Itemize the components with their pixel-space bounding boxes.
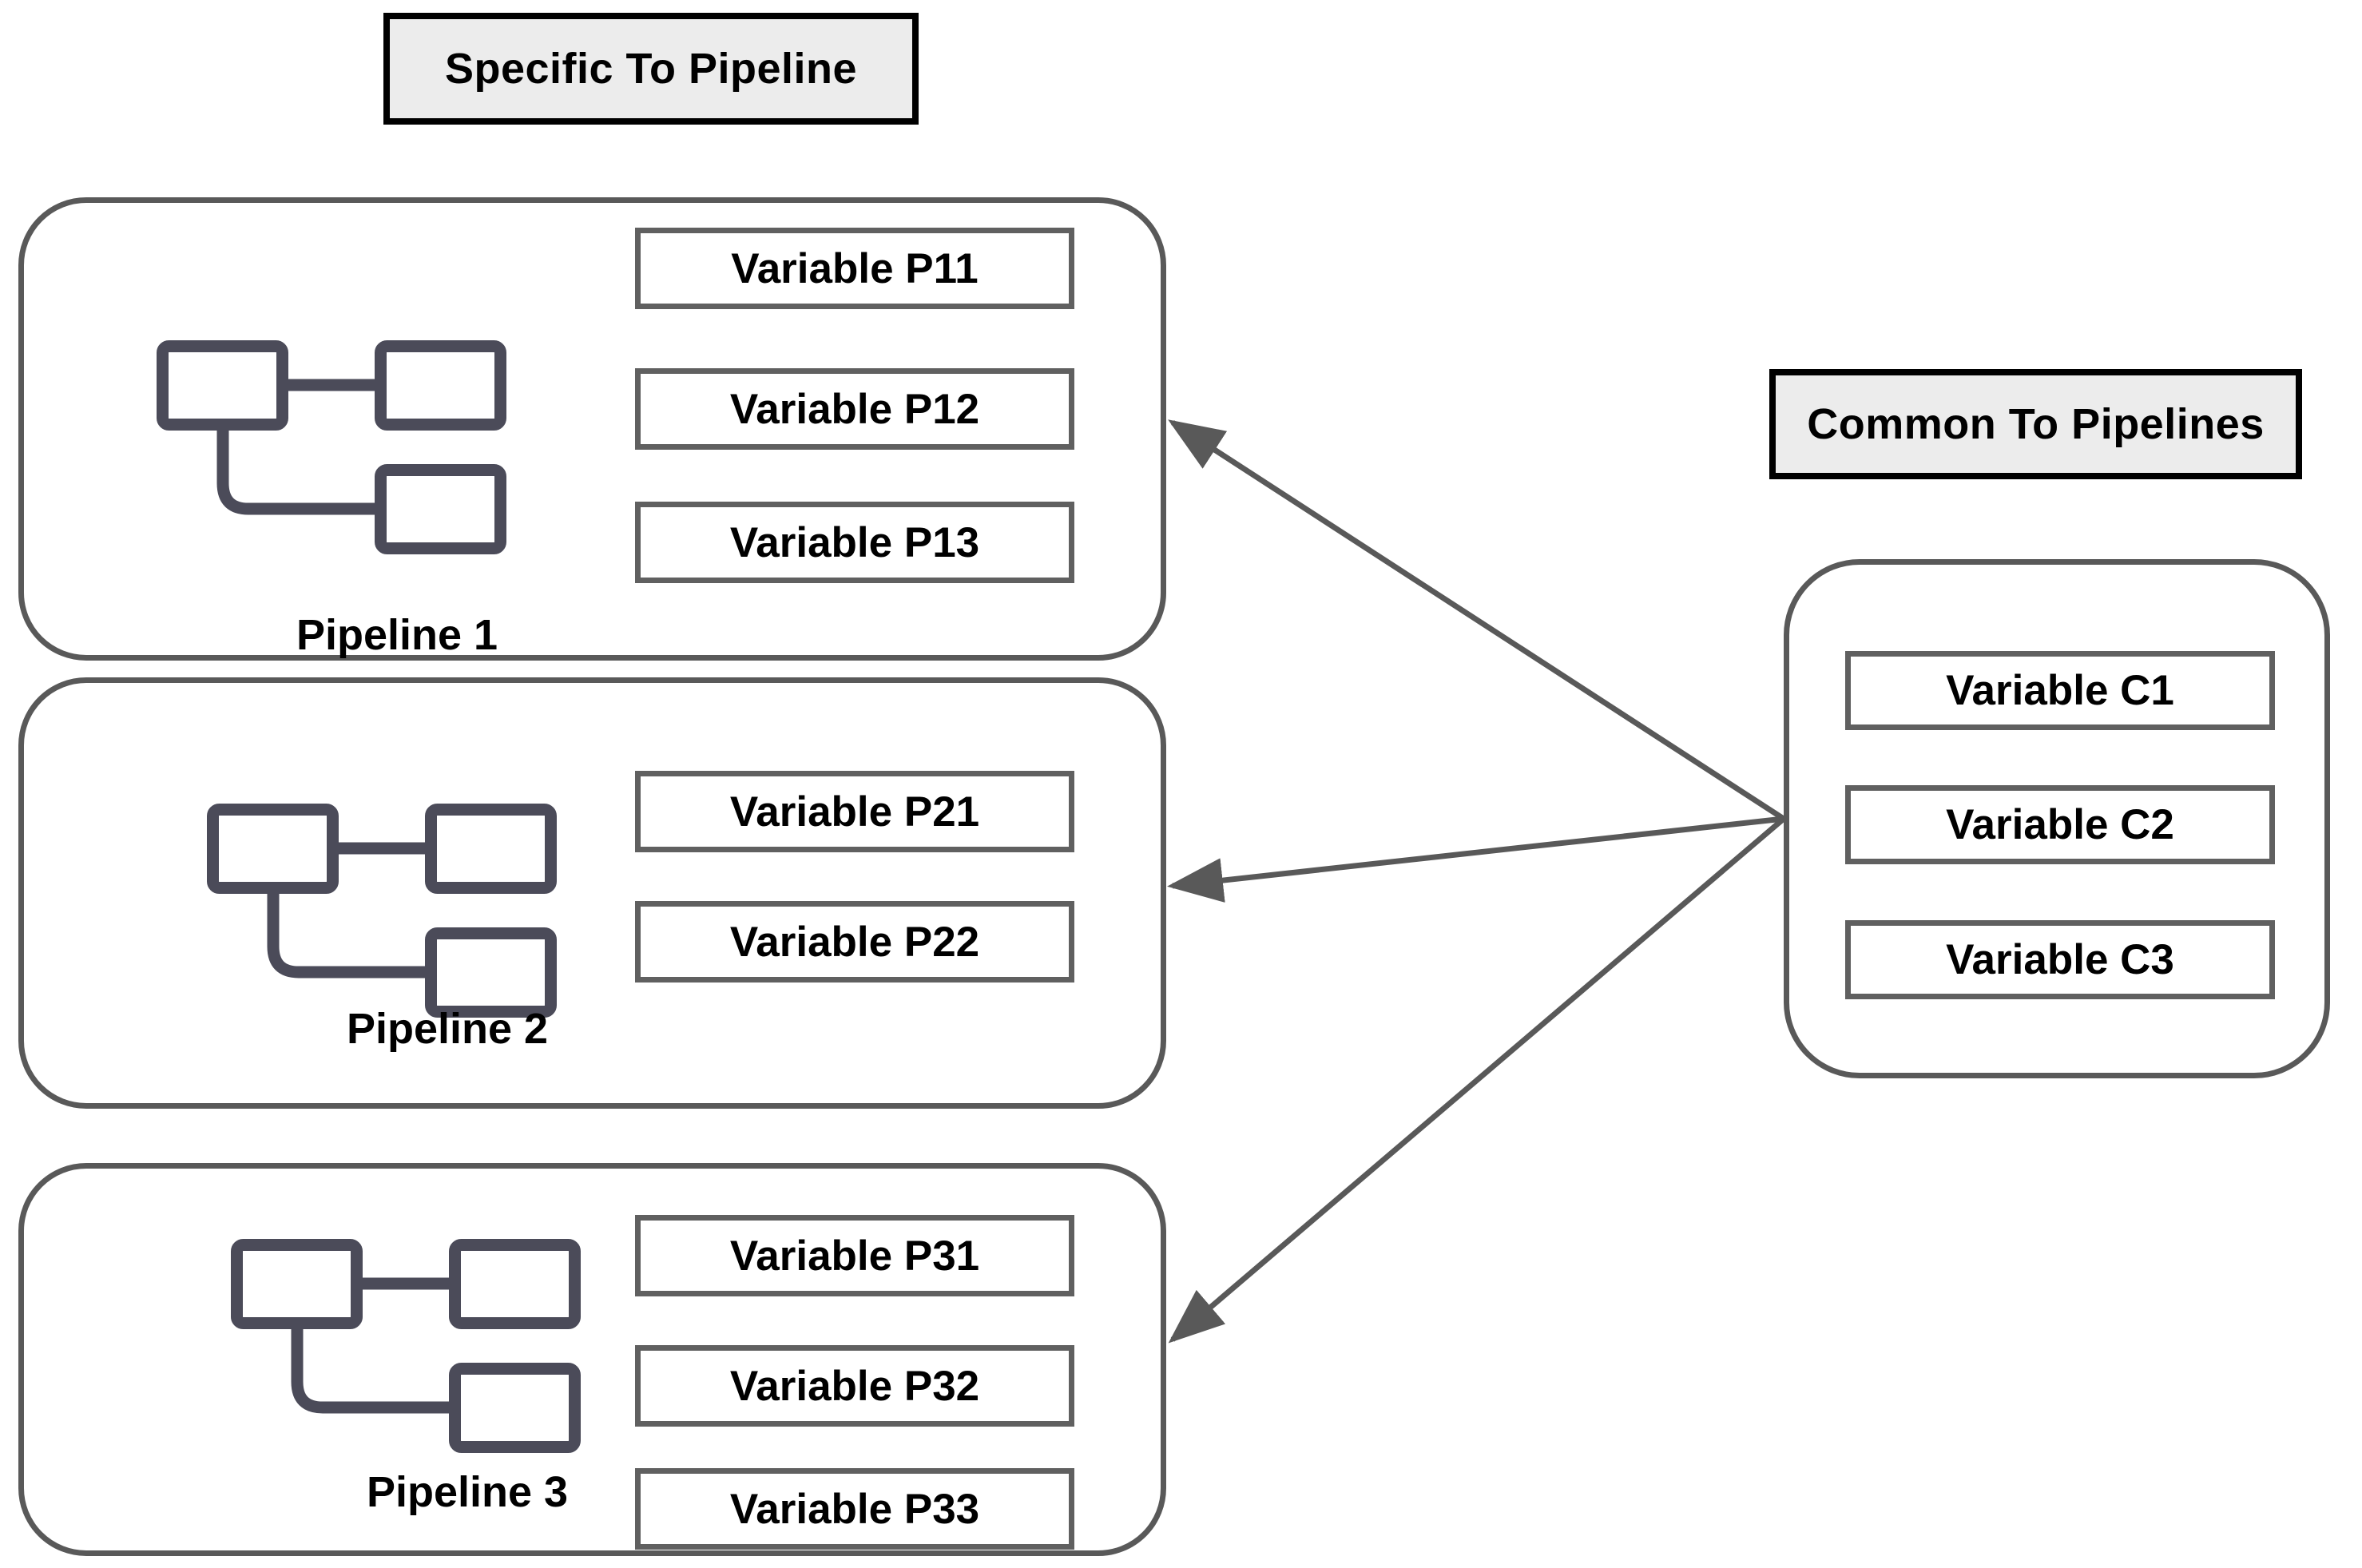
variable-box-p33-label: Variable P33 <box>729 1485 980 1533</box>
variable-box-p32-label: Variable P32 <box>729 1362 980 1410</box>
variable-box-p21: Variable P21 <box>635 771 1074 852</box>
variable-box-p32: Variable P32 <box>635 1345 1074 1427</box>
specific-to-pipeline-header: Specific To Pipeline <box>383 13 919 125</box>
flowchart-icon-elbow <box>267 887 431 979</box>
flowchart-icon <box>231 1239 581 1453</box>
variable-box-p31-label: Variable P31 <box>729 1232 980 1280</box>
variable-box-p12: Variable P12 <box>635 368 1074 450</box>
variable-box-p31: Variable P31 <box>635 1215 1074 1296</box>
variable-box-p22-label: Variable P22 <box>729 918 980 966</box>
arrow-common-to-pipeline-1 <box>1168 419 1785 821</box>
variable-box-p11-label: Variable P11 <box>731 244 979 292</box>
common-to-pipelines-header: Common To Pipelines <box>1769 369 2302 479</box>
variable-box-p13: Variable P13 <box>635 502 1074 583</box>
variable-box-p13-label: Variable P13 <box>729 518 980 566</box>
variable-box-c1: Variable C1 <box>1845 651 2275 730</box>
pipeline-1-label: Pipeline 1 <box>296 611 498 659</box>
flowchart-icon <box>157 340 506 554</box>
pipeline-2-label: Pipeline 2 <box>346 1005 549 1053</box>
variable-box-p12-label: Variable P12 <box>729 385 980 433</box>
pipeline-3-label: Pipeline 3 <box>366 1468 569 1516</box>
flowchart-icon-elbow <box>216 424 380 515</box>
flowchart-icon-node <box>207 804 339 894</box>
pipeline-2-group-box <box>18 677 1166 1109</box>
arrow-common-to-pipeline-3 <box>1168 816 1786 1344</box>
flowchart-icon-node <box>231 1239 363 1329</box>
common-to-pipelines-header-label: Common To Pipelines <box>1807 400 2265 448</box>
flowchart-icon-node <box>375 340 506 431</box>
arrow-common-to-pipeline-2 <box>1167 816 1784 903</box>
flowchart-icon-elbow <box>291 1323 455 1414</box>
flowchart-icon-node <box>425 927 557 1018</box>
flowchart-icon-node <box>449 1239 581 1329</box>
flowchart-icon-node <box>425 804 557 894</box>
specific-to-pipeline-header-label: Specific To Pipeline <box>444 45 858 93</box>
variable-box-p33: Variable P33 <box>635 1468 1074 1550</box>
flowchart-icon-node <box>157 340 288 431</box>
variable-box-p11: Variable P11 <box>635 228 1074 309</box>
flowchart-icon <box>207 804 557 1018</box>
variable-box-c3-label: Variable C3 <box>1946 936 2174 983</box>
variable-box-c1-label: Variable C1 <box>1946 667 2174 714</box>
variable-box-p21-label: Variable P21 <box>729 788 980 836</box>
variable-box-c3: Variable C3 <box>1845 920 2275 999</box>
flowchart-icon-node <box>449 1363 581 1453</box>
variable-box-c2: Variable C2 <box>1845 785 2275 864</box>
flowchart-icon-node <box>375 464 506 554</box>
variable-box-c2-label: Variable C2 <box>1946 801 2174 848</box>
variable-box-p22: Variable P22 <box>635 901 1074 982</box>
